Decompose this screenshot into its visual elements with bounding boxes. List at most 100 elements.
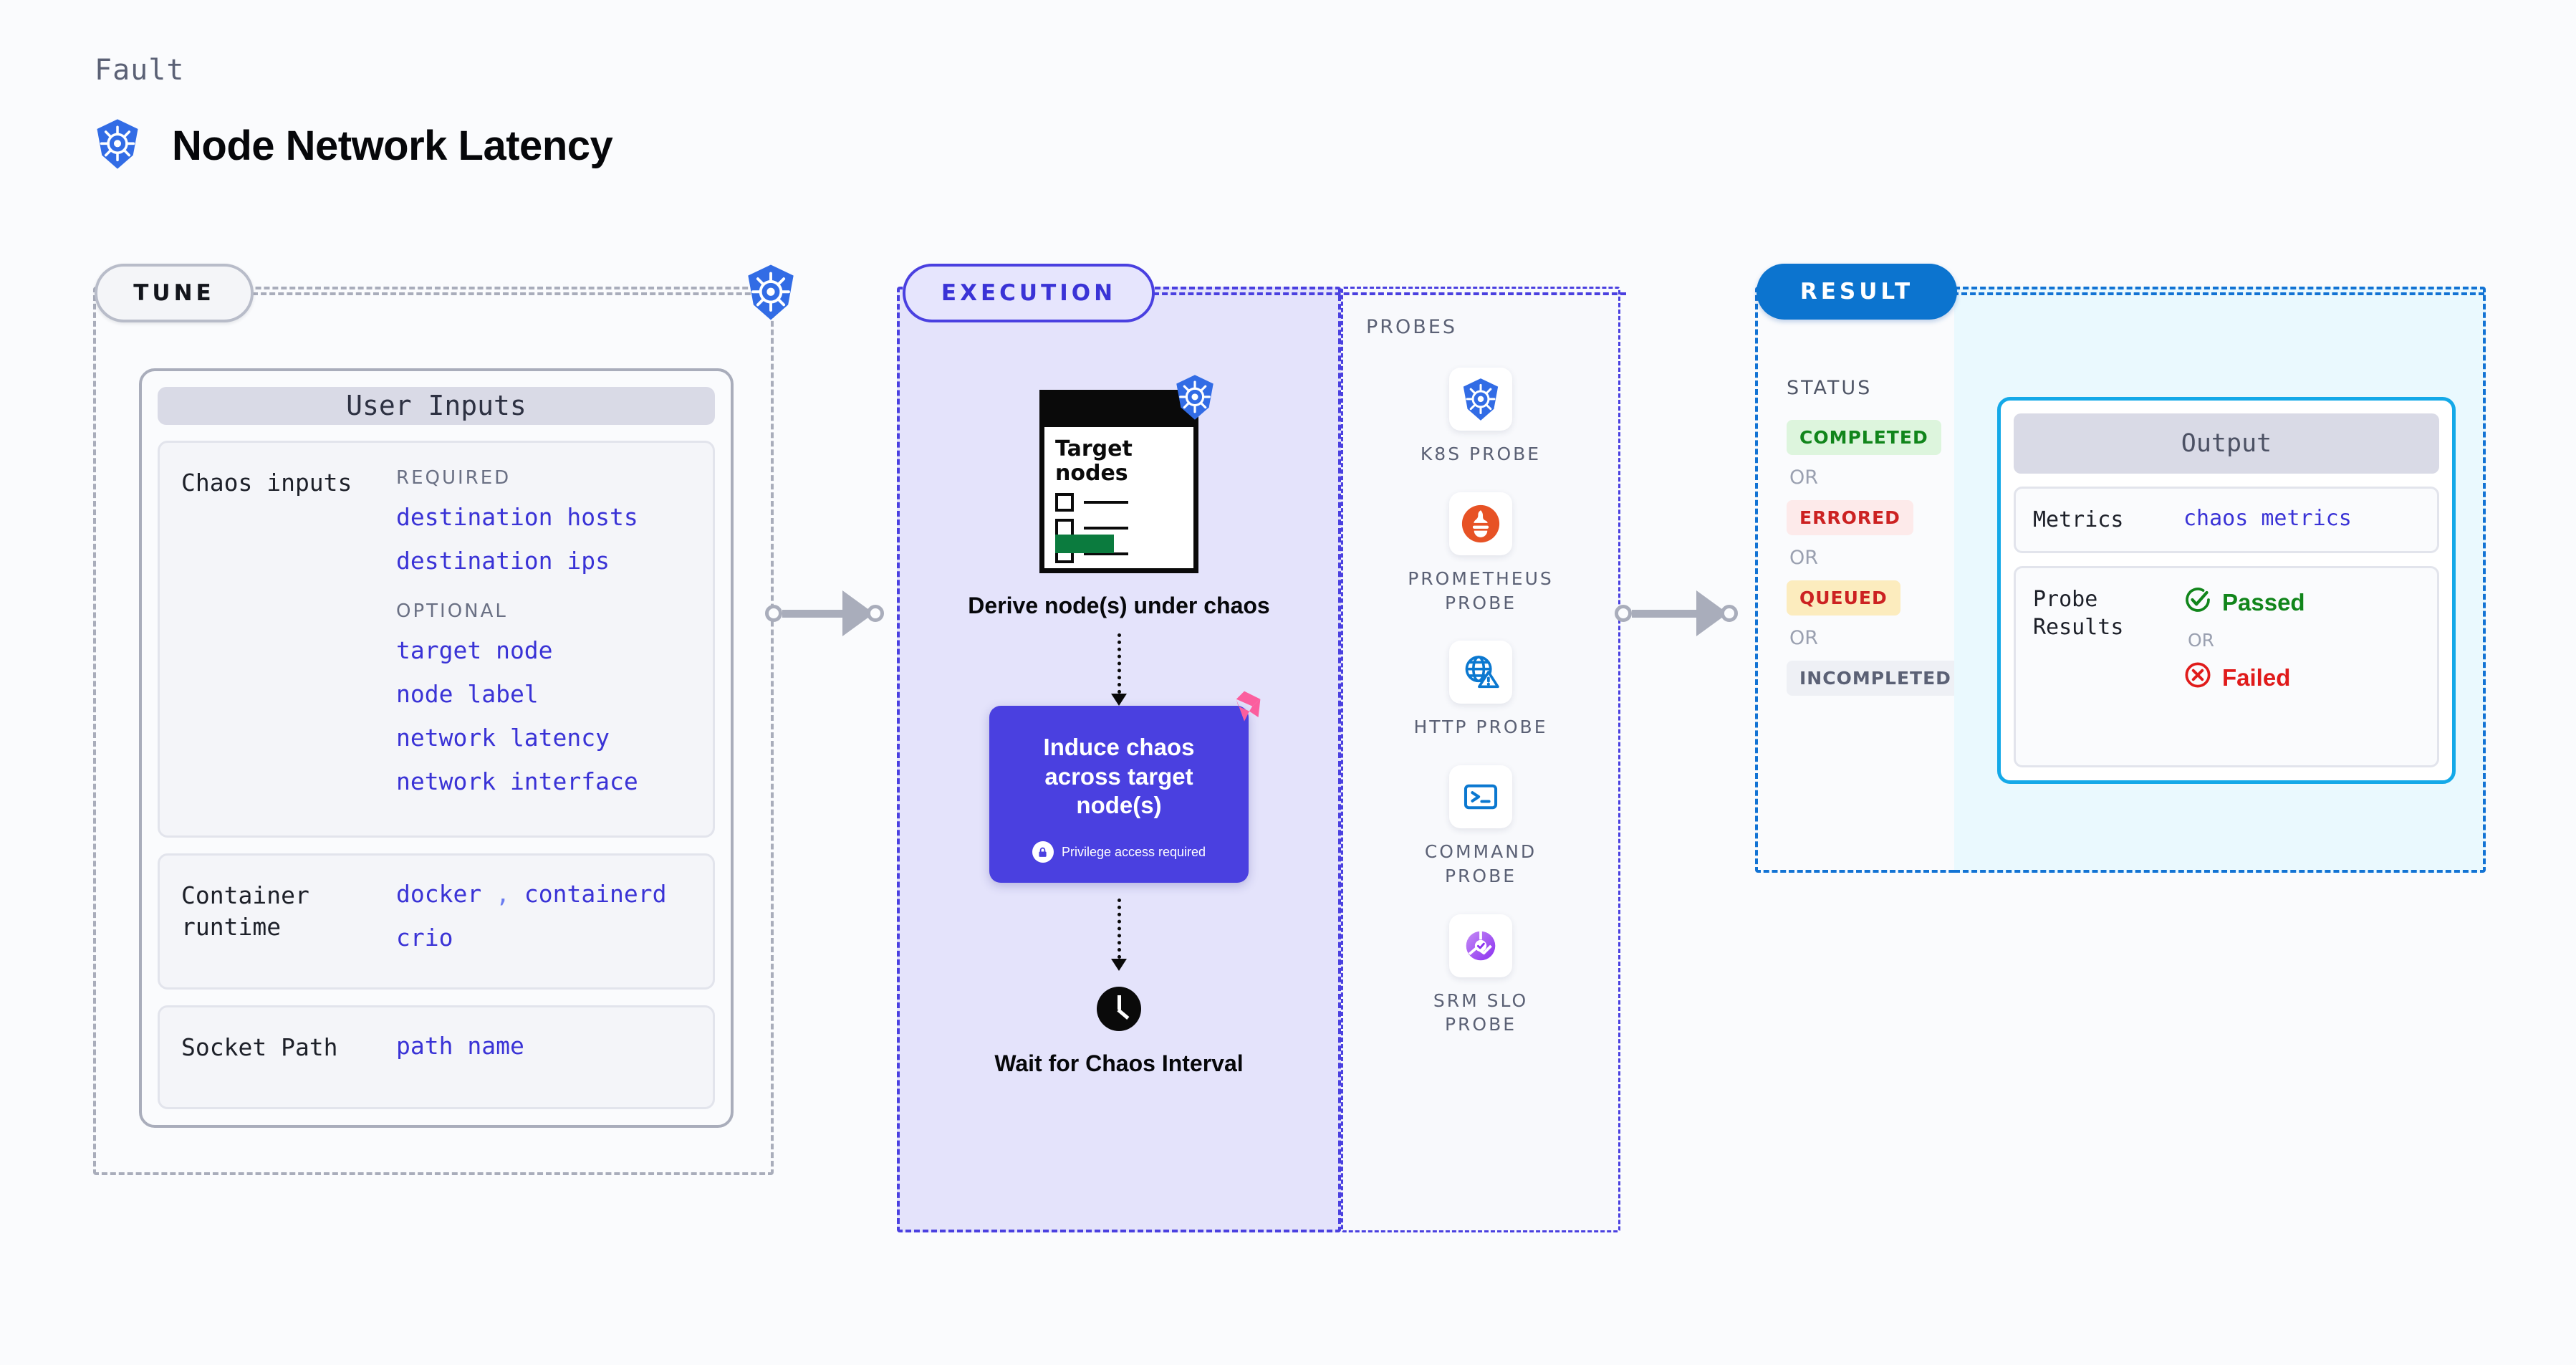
document-title: Target nodes [1055,436,1133,486]
chaos-inputs-row: Chaos inputs REQUIRED destination hosts … [158,440,715,838]
flow-arrow [1111,633,1127,707]
or-label: OR [1789,466,1819,489]
input-destination-hosts[interactable]: destination hosts [396,502,638,531]
status-badge-completed: COMPLETED [1787,420,1941,455]
container-runtime-values-line-1: docker , containerd [396,880,691,908]
probe-label: HTTP PROBE [1413,717,1548,738]
probe-item-srm-slo[interactable]: SRM SLO PROBE [1395,914,1567,1038]
prometheus-icon [1449,492,1512,555]
probe-result-failed: Failed [2183,661,2305,695]
probe-results-row: Probe Results Passed OR [2014,566,2439,767]
tune-stage-badge[interactable]: TUNE [95,264,254,322]
probe-label: K8S PROBE [1420,444,1542,464]
user-inputs-card: User Inputs Chaos inputs REQUIRED destin… [139,368,734,1128]
page-title: Node Network Latency [93,118,613,173]
probe-result-passed: Passed [2183,585,2305,620]
result-output-panel: Output Metrics chaos metrics Probe Resul… [1954,287,2486,873]
target-nodes-document-icon: Target nodes [1039,375,1213,573]
privilege-note-text: Privilege access required [1061,844,1206,859]
chaos-inputs-label: Chaos inputs [181,468,352,497]
result-connector-dash [1953,292,2484,295]
socket-path-value[interactable]: path name [396,1031,524,1060]
or-label: OR [1789,547,1819,569]
runtime-crio[interactable]: crio [396,923,453,952]
container-runtime-row: Container runtime docker , containerd cr… [158,853,715,990]
output-card: Output Metrics chaos metrics Probe Resul… [1997,397,2456,784]
user-inputs-title: User Inputs [158,387,715,425]
runtime-docker[interactable]: docker [396,879,482,908]
metrics-label: Metrics [2033,507,2124,532]
litmus-icon [1224,687,1264,730]
connector-node [1721,605,1738,622]
probe-item-k8s[interactable]: K8S PROBE [1395,368,1567,466]
runtime-separator: , [496,879,510,908]
input-destination-ips[interactable]: destination ips [396,546,610,575]
fault-eyebrow: Fault [95,54,185,87]
check-circle-icon [2183,585,2212,620]
execution-connector-dash [1153,292,1626,295]
probe-item-http[interactable]: HTTP PROBE [1395,641,1567,739]
progress-bar [1055,535,1114,553]
x-circle-icon [2183,661,2212,695]
input-target-node[interactable]: target node [396,636,553,664]
execution-panel: Target nodes [897,287,1341,1232]
connector-bar [1632,609,1698,618]
or-label: OR [1789,627,1819,649]
connector-node [1615,605,1632,622]
required-group-title: REQUIRED [396,466,511,489]
probe-results-label: Probe Results [2033,587,2124,640]
probes-panel: PROBES K8S PROBE [1341,287,1620,1232]
probes-title: PROBES [1366,316,1458,338]
probe-item-command[interactable]: COMMAND PROBE [1395,765,1567,889]
tune-connector-dash [252,292,768,295]
probe-label: PROMETHEUS PROBE [1408,567,1554,613]
input-network-interface[interactable]: network interface [396,767,638,795]
clock-icon [1097,987,1141,1032]
induce-chaos-step[interactable]: Induce chaos across target node(s) Privi… [989,691,1261,883]
connector-tune-to-execution [765,590,908,636]
output-title: Output [2014,413,2439,474]
terminal-icon [1449,765,1512,828]
http-globe-warning-icon [1449,641,1512,704]
execution-stage-badge[interactable]: EXECUTION [903,264,1155,322]
metrics-value[interactable]: chaos metrics [2183,506,2352,531]
kubernetes-icon [1173,374,1217,423]
socket-path-label: Socket Path [181,1033,338,1061]
step-caption-derive-nodes: Derive node(s) under chaos [968,593,1270,618]
input-node-label[interactable]: node label [396,679,539,708]
runtime-containerd[interactable]: containerd [524,879,667,908]
probe-item-prometheus[interactable]: PROMETHEUS PROBE [1395,492,1567,616]
probes-list: K8S PROBE PROMETHEUS PROBE [1343,368,1618,1037]
optional-group-title: OPTIONAL [396,600,508,622]
failed-label: Failed [2222,664,2291,691]
lock-icon [1032,841,1054,863]
status-badge-errored: ERRORED [1787,500,1913,535]
or-label: OR [2188,630,2215,651]
kubernetes-icon [1449,368,1512,431]
status-title: STATUS [1787,377,1873,399]
list-item [1055,493,1128,512]
result-stage-badge[interactable]: RESULT [1756,264,1957,320]
privilege-note: Privilege access required [1008,841,1230,863]
container-runtime-label: Container runtime [181,881,309,942]
kubernetes-icon [744,264,798,324]
connector-node [867,605,884,622]
metrics-row: Metrics chaos metrics [2014,487,2439,553]
kubernetes-icon [93,118,142,173]
srm-slo-gauge-icon [1449,914,1512,977]
passed-label: Passed [2222,589,2305,616]
page-title-text: Node Network Latency [172,122,613,169]
connector-node [765,605,782,622]
input-network-latency[interactable]: network latency [396,723,610,752]
execution-flow: Target nodes [900,375,1338,1078]
probe-label: SRM SLO PROBE [1433,990,1529,1035]
probe-label: COMMAND PROBE [1424,841,1537,886]
socket-path-row: Socket Path path name [158,1005,715,1109]
induce-chaos-title: Induce chaos across target node(s) [1043,734,1195,818]
connector-execution-to-result [1615,590,1765,636]
status-list: COMPLETED OR ERRORED OR QUEUED OR INCOMP… [1787,420,1964,696]
result-status-panel: STATUS COMPLETED OR ERRORED OR QUEUED OR… [1755,287,1965,873]
flow-arrow [1111,899,1127,972]
step-caption-wait-interval: Wait for Chaos Interval [994,1050,1244,1077]
